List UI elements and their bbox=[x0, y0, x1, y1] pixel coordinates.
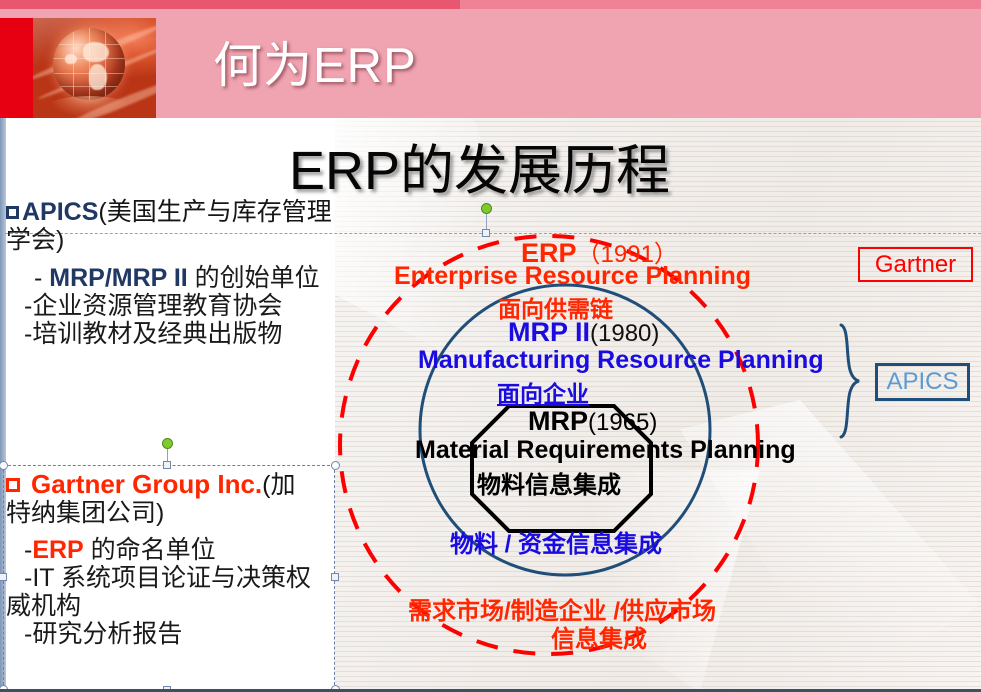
header-red-block bbox=[0, 18, 33, 118]
selection-handle-top-center[interactable] bbox=[163, 461, 171, 469]
apics-heading-line2: 学会) bbox=[6, 226, 65, 254]
header-top-strip-dark bbox=[0, 0, 460, 9]
slide-bottom-border bbox=[0, 689, 981, 692]
gartner-heading-line2: 特纳集团公司) bbox=[6, 499, 165, 528]
left-text-panel-background bbox=[6, 118, 335, 692]
selection-handle-mid-right[interactable] bbox=[331, 573, 339, 581]
left-accent-rail bbox=[0, 118, 6, 692]
outer-circle-year: （1991） bbox=[576, 241, 678, 268]
selection-handle-top-right[interactable] bbox=[331, 461, 340, 470]
gartner-item-2: 威机构 bbox=[6, 592, 82, 621]
apics-item-2: -培训教材及经典出版物 bbox=[6, 320, 346, 348]
gartner-item-3: -研究分析报告 bbox=[6, 620, 346, 648]
apics-heading-bold: APICS bbox=[22, 198, 99, 226]
gartner-item-1: -IT 系统项目论证与决策权 bbox=[6, 564, 346, 592]
curly-brace-right bbox=[839, 323, 860, 439]
label-box-gartner: Gartner bbox=[858, 247, 973, 282]
gartner-item-0-bold: ERP bbox=[32, 536, 84, 565]
apics-item-0-dash: - bbox=[34, 264, 43, 292]
selection-frame-gartner-textbox[interactable] bbox=[3, 465, 335, 690]
apics-heading-line1: APICS(美国生产与库存管理 bbox=[6, 198, 346, 226]
inner-octagon-chinese: 物料信息集成 bbox=[477, 472, 621, 499]
apics-item-0-rest: 的创始单位 bbox=[187, 264, 320, 292]
gartner-heading-bold: Gartner Group Inc. bbox=[31, 469, 263, 499]
page-title: ERP的发展历程 bbox=[289, 141, 671, 201]
selection-handle-mid-left[interactable] bbox=[0, 573, 7, 581]
selection-handle-top-mid[interactable] bbox=[482, 229, 490, 237]
gartner-item-3-dash: - bbox=[24, 620, 33, 649]
middle-circle-title-row: MRP II(1980) bbox=[508, 317, 659, 348]
gartner-item-0-rest: 的命名单位 bbox=[83, 536, 216, 565]
gartner-item-1-dash: - bbox=[24, 564, 33, 593]
middle-circle-year: (1980) bbox=[590, 320, 660, 347]
rotation-handle-gartner[interactable] bbox=[162, 438, 173, 449]
label-gartner: Gartner bbox=[874, 250, 957, 278]
apics-item-1-rest: 企业资源管理教育协会 bbox=[32, 292, 283, 320]
header-title: 何为ERP bbox=[213, 39, 417, 93]
gartner-item-0-dash: - bbox=[24, 536, 33, 565]
gartner-heading-rest: (加 bbox=[262, 471, 296, 499]
apics-item-1-dash: - bbox=[24, 292, 33, 320]
apics-heading-rest: (美国生产与库存管理 bbox=[98, 198, 332, 226]
inner-octagon-year: (1965) bbox=[588, 409, 658, 436]
outer-circle-bottom-text-2: 信息集成 bbox=[551, 626, 647, 653]
outer-circle-subtitle: Enterprise Resource Planning bbox=[394, 262, 752, 290]
middle-circle-bottom-text: 物料 / 资金信息集成 bbox=[450, 531, 663, 558]
apics-item-1: -企业资源管理教育协会 bbox=[6, 292, 346, 320]
gartner-item-0: -ERP 的命名单位 bbox=[6, 536, 346, 564]
gartner-item-1-rest: IT 系统项目论证与决策权 bbox=[32, 564, 312, 593]
rotation-stem-gartner bbox=[167, 445, 168, 465]
gartner-heading-line1: Gartner Group Inc.(加 bbox=[6, 469, 346, 499]
apics-item-2-dash: - bbox=[24, 320, 33, 348]
label-box-apics: APICS bbox=[875, 363, 970, 401]
header-top-strip bbox=[0, 0, 981, 9]
selection-handle-bottom-left[interactable] bbox=[0, 685, 8, 692]
middle-circle-chinese: 面向企业 bbox=[497, 381, 589, 407]
textbox-gartner[interactable]: Gartner Group Inc.(加 特纳集团公司) -ERP 的命名单位 … bbox=[6, 469, 346, 648]
rotation-handle-top[interactable] bbox=[481, 203, 492, 214]
globe-image bbox=[33, 18, 156, 118]
middle-circle-title: MRP II bbox=[508, 317, 591, 347]
apics-item-0-bold: MRP/MRP II bbox=[49, 264, 188, 292]
gartner-item-3-rest: 研究分析报告 bbox=[32, 620, 183, 649]
textbox-apics[interactable]: APICS(美国生产与库存管理 学会) - MRP/MRP II 的创始单位 -… bbox=[6, 198, 346, 348]
square-bullet-blue-icon bbox=[6, 206, 19, 219]
inner-octagon-title: MRP bbox=[528, 406, 588, 436]
apics-item-0: - MRP/MRP II 的创始单位 bbox=[6, 264, 346, 292]
middle-circle-subtitle: Manufacturing Resource Planning bbox=[418, 346, 824, 374]
label-apics: APICS bbox=[886, 368, 959, 395]
square-bullet-red-icon bbox=[6, 478, 20, 492]
header-band bbox=[0, 9, 981, 118]
globe-sphere-icon bbox=[53, 28, 125, 100]
inner-octagon-title-row: MRP(1965) bbox=[528, 406, 657, 437]
apics-item-2-rest: 培训教材及经典出版物 bbox=[32, 320, 283, 348]
inner-octagon-subtitle: Material Requirements Planning bbox=[415, 436, 796, 464]
selection-handle-bottom-right[interactable] bbox=[331, 685, 340, 692]
selection-handle-top-left[interactable] bbox=[0, 461, 8, 470]
